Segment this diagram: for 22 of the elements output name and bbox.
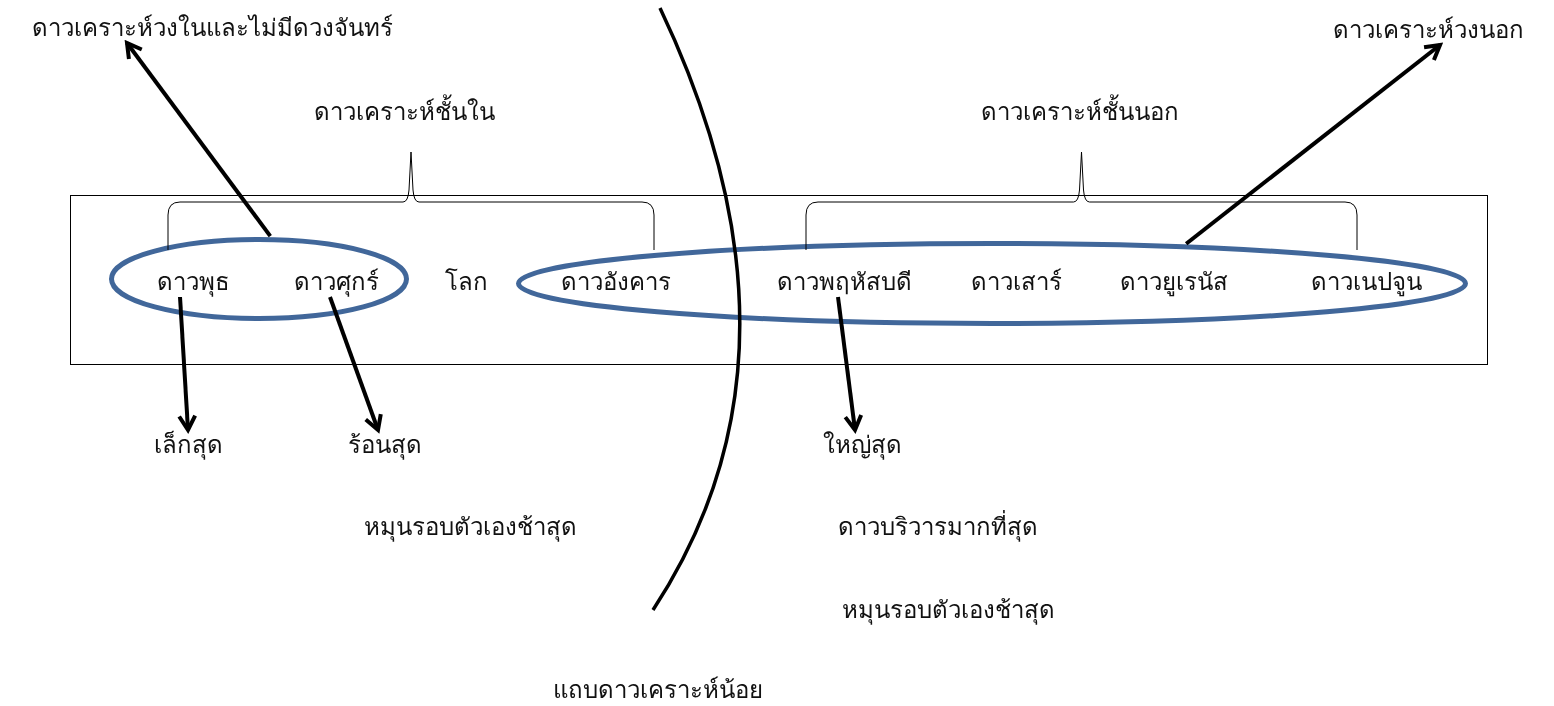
- note-label: ดาวเคราะห์วงในและไม่มีดวงจันทร์: [31, 13, 393, 43]
- note-label: ใหญ่สุด: [822, 430, 902, 460]
- note-label: ดาวเคราะห์วงนอก: [1332, 15, 1524, 45]
- note-label: ดาวบริวารมากที่สุด: [838, 512, 1038, 542]
- planet-label: โลก: [444, 267, 488, 297]
- planet-label: ดาวเสาร์: [970, 267, 1062, 297]
- note-label: หมุนรอบตัวเองช้าสุด: [841, 595, 1055, 625]
- note-label: เล็กสุด: [153, 430, 223, 460]
- arrow: [177, 296, 198, 432]
- note-label: แถบดาวเคราะห์น้อย: [553, 675, 763, 705]
- planet-label: ดาวศุกร์: [293, 267, 379, 297]
- frame-box: [70, 195, 1488, 365]
- planet-label: ดาวอังคาร: [561, 267, 671, 297]
- planet-label: ดาวยูเรนัส: [1120, 267, 1228, 297]
- note-label: หมุนรอบตัวเองช้าสุด: [363, 512, 577, 542]
- arrow: [328, 296, 383, 432]
- planet-label: ดาวเนปจูน: [1310, 267, 1422, 297]
- planet-label: ดาวพุธ: [156, 267, 230, 297]
- note-label: ร้อนสุด: [348, 430, 422, 460]
- arrow: [1184, 43, 1442, 246]
- arrow: [125, 41, 272, 238]
- planet-label: ดาวพฤหัสบดี: [776, 267, 912, 297]
